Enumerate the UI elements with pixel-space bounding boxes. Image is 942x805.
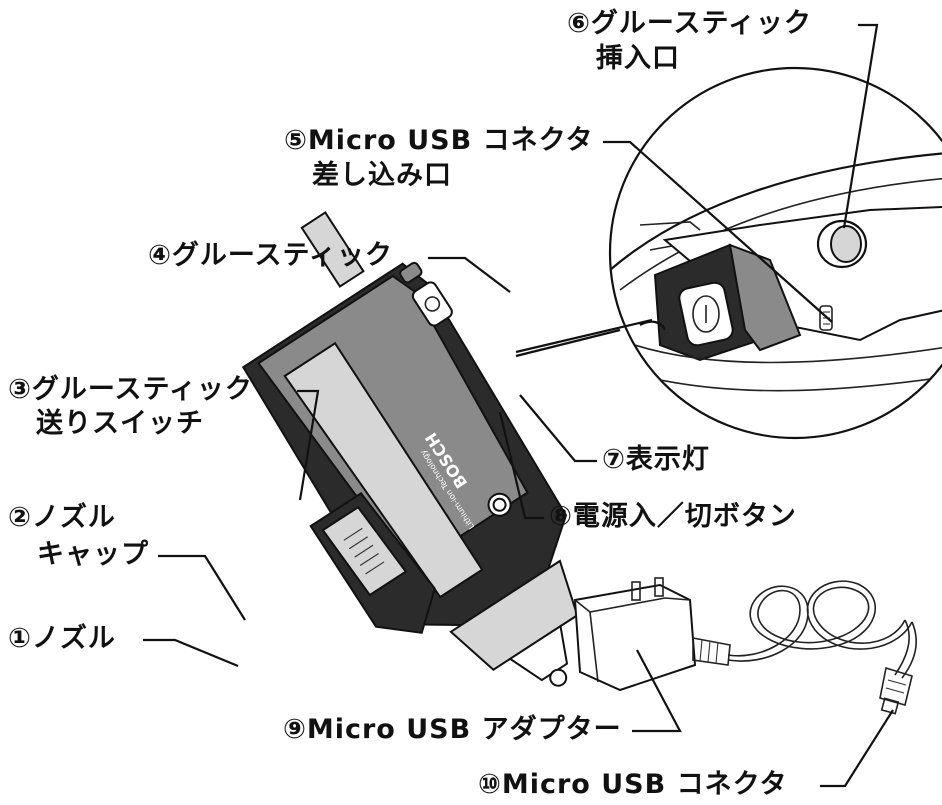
label-usb-adapter: ⑨Micro USB アダプター	[283, 714, 622, 745]
label-feed-switch-line1: ③グルースティック	[8, 374, 253, 405]
detail-zoom-circle	[608, 66, 942, 440]
micro-usb-connector	[879, 666, 913, 706]
bosch-logo-icon	[487, 492, 512, 517]
label-nozzle-cap-line2: キャップ	[37, 539, 149, 570]
label-stick-inlet-line1: ⑥グルースティック	[567, 8, 812, 39]
label-glue-stick: ④グルースティック	[148, 240, 393, 271]
glue-gun: BOSCH Lithium-ion Technology	[241, 211, 579, 687]
indicator-lamp	[399, 261, 423, 284]
leader-lines	[143, 23, 894, 788]
label-indicator: ⑦表示灯	[602, 444, 710, 475]
micro-usb-port	[819, 305, 833, 331]
label-stick-inlet-line2: 挿入口	[596, 43, 680, 74]
label-feed-switch-line2: 送りスイッチ	[36, 408, 204, 439]
label-usb-connector: ⑩Micro USB コネクタ	[478, 769, 788, 800]
label-usb-port-line1: ⑤Micro USB コネクタ	[284, 125, 594, 156]
label-power-button: ⑧電源入／切ボタン	[549, 501, 797, 532]
glue-stick	[300, 211, 365, 288]
power-button-icon	[692, 295, 720, 333]
label-nozzle-cap-line1: ②ノズル	[8, 502, 116, 533]
usb-cable	[727, 580, 917, 715]
power-button	[411, 281, 453, 327]
label-usb-port-line2: 差し込み口	[312, 160, 452, 191]
usb-adapter	[573, 577, 731, 692]
nozzle	[508, 624, 569, 682]
label-nozzle: ①ノズル	[8, 623, 116, 654]
glue-stick-inlet-hole	[816, 219, 868, 269]
